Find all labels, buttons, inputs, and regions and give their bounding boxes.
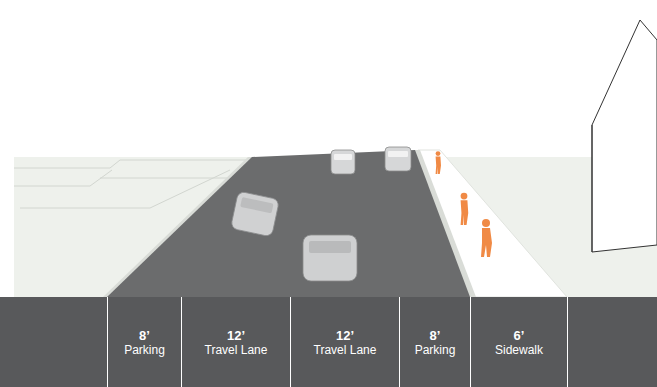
car bbox=[331, 150, 355, 174]
house-outline bbox=[592, 20, 657, 252]
dimension-label: 12’ bbox=[336, 328, 354, 343]
band-divider bbox=[108, 297, 568, 387]
car bbox=[303, 235, 357, 281]
car bbox=[385, 147, 411, 171]
dimension-label: 12’ bbox=[227, 328, 245, 343]
street-zone-band: 6’Sidewalk bbox=[471, 310, 567, 376]
dimension-band bbox=[0, 297, 657, 387]
street-zone-band: 12’Travel Lane bbox=[182, 310, 290, 376]
street-zone-band: 8’Parking bbox=[400, 310, 470, 376]
street-zone-band: 12’Travel Lane bbox=[291, 310, 399, 376]
street-zone-band: 8’Parking bbox=[108, 310, 181, 376]
car bbox=[231, 191, 280, 237]
zone-label: Sidewalk bbox=[495, 343, 543, 358]
zone-label: Travel Lane bbox=[205, 343, 268, 358]
zone-label: Travel Lane bbox=[314, 343, 377, 358]
dimension-label: 8’ bbox=[139, 328, 150, 343]
zone-label: Parking bbox=[415, 343, 456, 358]
dimension-label: 6’ bbox=[514, 328, 525, 343]
pedestrian bbox=[436, 151, 492, 257]
dimension-label: 8’ bbox=[430, 328, 441, 343]
road-surface bbox=[107, 150, 470, 297]
zone-label: Parking bbox=[124, 343, 165, 358]
